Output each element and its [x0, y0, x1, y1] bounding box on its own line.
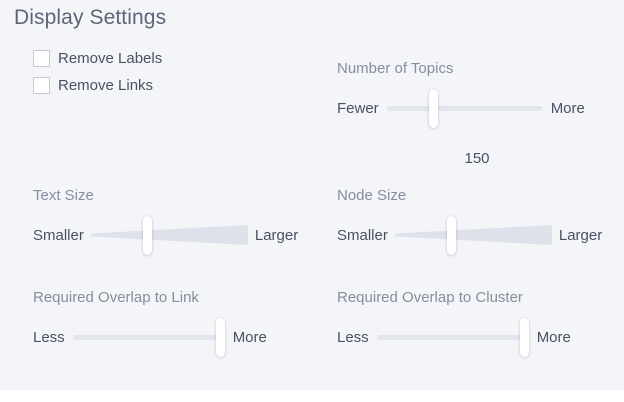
slider-value-number-of-topics: 150: [464, 150, 490, 167]
slider-track-number-of-topics[interactable]: [386, 86, 543, 130]
slider-track-text-size[interactable]: [90, 213, 248, 257]
checkbox-label-remove-links: Remove Links: [58, 77, 154, 94]
slider-min-label-text-size: Smaller: [33, 226, 84, 244]
slider-min-label-required-overlap-to-cluster: Less: [337, 328, 369, 346]
checkbox-remove-labels[interactable]: [33, 50, 50, 67]
slider-track-wedge-text-size: [90, 222, 248, 248]
slider-max-label-number-of-topics: More: [550, 99, 585, 117]
slider-thumb-required-overlap-to-cluster[interactable]: [519, 317, 529, 357]
slider-thumb-node-size[interactable]: [446, 215, 456, 255]
slider-thumb-number-of-topics[interactable]: [428, 88, 438, 128]
slider-thumb-required-overlap-to-link[interactable]: [215, 317, 225, 357]
slider-title-required-overlap-to-cluster: Required Overlap to Cluster: [337, 289, 523, 306]
slider-row-required-overlap-to-link[interactable]: Less More: [33, 315, 267, 359]
slider-max-label-required-overlap-to-cluster: More: [536, 328, 571, 346]
page-title: Display Settings: [14, 6, 167, 29]
slider-title-required-overlap-to-link: Required Overlap to Link: [33, 289, 199, 306]
slider-min-label-number-of-topics: Fewer: [337, 99, 379, 117]
slider-row-required-overlap-to-cluster[interactable]: Less More: [337, 315, 571, 359]
slider-track-fill-number-of-topics: [386, 105, 543, 111]
slider-track-fill-required-overlap-to-link: [72, 334, 225, 340]
slider-max-label-node-size: Larger: [558, 226, 603, 244]
slider-title-text-size: Text Size: [33, 187, 94, 204]
slider-title-number-of-topics: Number of Topics: [337, 60, 454, 77]
slider-min-label-required-overlap-to-link: Less: [33, 328, 65, 346]
display-settings-panel: Display Settings Remove Labels Remove Li…: [0, 0, 624, 390]
slider-max-label-text-size: Larger: [254, 226, 299, 244]
slider-min-label-node-size: Smaller: [337, 226, 388, 244]
slider-track-node-size[interactable]: [394, 213, 552, 257]
checkbox-remove-links[interactable]: [33, 77, 50, 94]
checkbox-row-remove-links[interactable]: Remove Links: [33, 77, 153, 94]
slider-track-required-overlap-to-cluster[interactable]: [376, 315, 529, 359]
slider-track-wedge-node-size: [394, 222, 552, 248]
slider-track-required-overlap-to-link[interactable]: [72, 315, 225, 359]
checkbox-row-remove-labels[interactable]: Remove Labels: [33, 50, 162, 67]
slider-row-node-size[interactable]: Smaller Larger: [337, 213, 602, 257]
checkbox-label-remove-labels: Remove Labels: [58, 50, 163, 67]
slider-track-fill-required-overlap-to-cluster: [376, 334, 529, 340]
slider-row-text-size[interactable]: Smaller Larger: [33, 213, 298, 257]
slider-row-number-of-topics[interactable]: Fewer More: [337, 86, 585, 130]
slider-thumb-text-size[interactable]: [142, 215, 152, 255]
slider-title-node-size: Node Size: [337, 187, 407, 204]
slider-max-label-required-overlap-to-link: More: [232, 328, 267, 346]
